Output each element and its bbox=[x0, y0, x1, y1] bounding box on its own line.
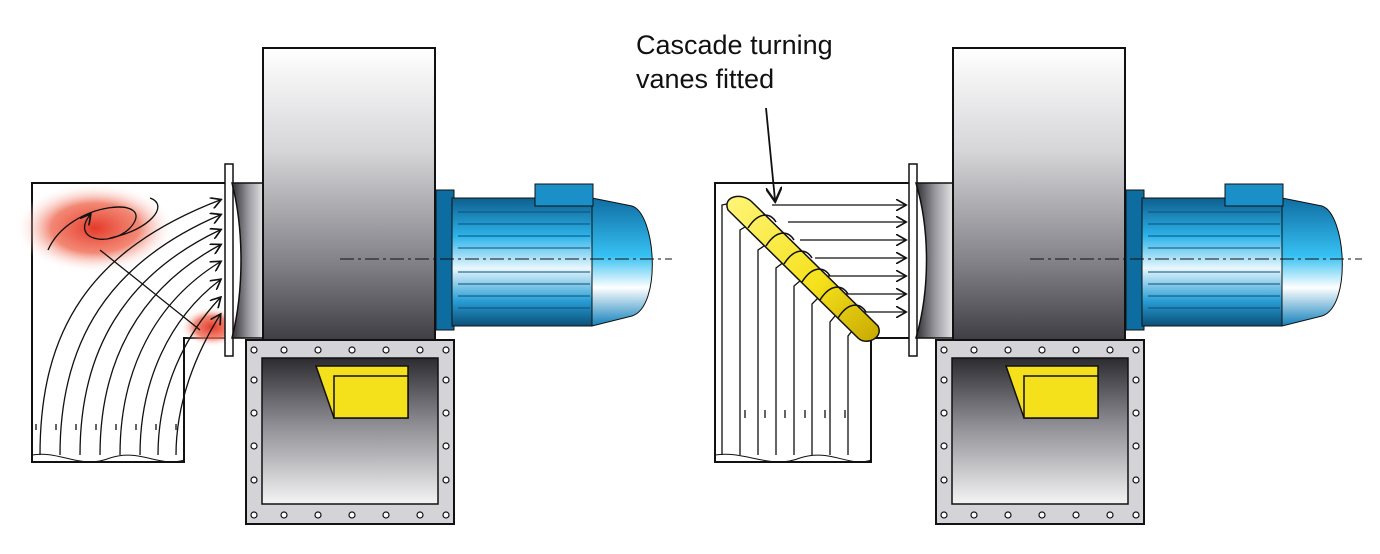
fan-casing-drum-vaned bbox=[952, 47, 1126, 341]
fan-inlet-collar-vaned bbox=[914, 182, 956, 339]
electric-motor-vaned bbox=[1125, 183, 1343, 331]
turbulence-zone-outer bbox=[15, 183, 175, 273]
inlet-arrow-row bbox=[31, 424, 185, 463]
motor-terminal-box-vaned bbox=[1224, 183, 1284, 207]
panel-without-vanes bbox=[15, 47, 672, 525]
motor-terminal-box bbox=[534, 183, 594, 207]
annotation-line-2: vanes fitted bbox=[636, 64, 775, 94]
cascade-turning-vanes bbox=[726, 195, 880, 342]
annotation-leader bbox=[765, 107, 775, 200]
airflow-streamlines bbox=[39, 198, 220, 456]
outlet-bolt-holes bbox=[250, 346, 450, 519]
fan-inlet-collar bbox=[231, 182, 266, 339]
outlet-bolt-holes-vaned bbox=[940, 346, 1140, 519]
fan-casing-drum bbox=[262, 47, 436, 341]
cascade-vanes-annotation: Cascade turning vanes fitted bbox=[636, 28, 833, 96]
electric-motor bbox=[435, 183, 653, 331]
inlet-flange bbox=[224, 163, 234, 357]
inlet-flange-vaned bbox=[908, 163, 918, 357]
inlet-arrow-row-vaned bbox=[714, 410, 872, 463]
panel-with-cascade-vanes bbox=[714, 47, 1362, 525]
annotation-line-1: Cascade turning bbox=[636, 30, 833, 60]
